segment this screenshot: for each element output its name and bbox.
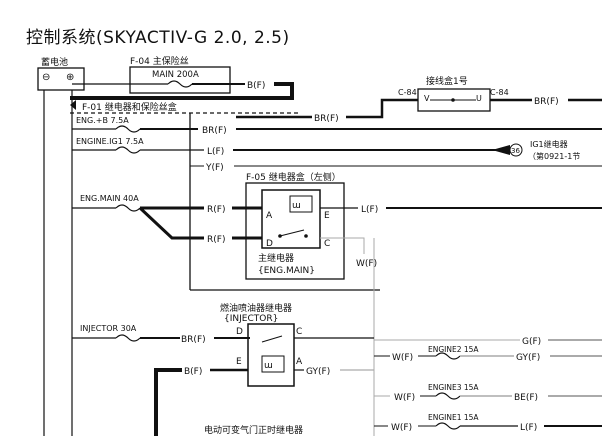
main-relay-box-label: F-05 继电器盒（左侧） (246, 171, 341, 183)
wire-label-br-injector: BR(F) (181, 335, 206, 345)
wire-label-r-main2: R(F) (207, 235, 225, 245)
engine-fuses: G(F) ENGINE2 15A W(F) GY(F) ENGINE3 15A … (374, 337, 602, 433)
junction-connector-right: C-84 (490, 88, 509, 97)
wire-label-l-eng1: L(F) (520, 423, 537, 433)
wire-label-gy-eng2: GY(F) (516, 353, 540, 363)
junction-box: 接线盒1号 C-84 C-84 V U BR(F) (372, 75, 602, 119)
fuse-engine-ig1: ENGINE.IG1 7.5A L(F) 36 IG1继电器 （第0921-1节… (72, 137, 602, 173)
wire-label-b-injector: B(F) (184, 367, 202, 377)
fuse-injector-name: INJECTOR 30A (80, 324, 137, 333)
battery-minus-terminal: ⊖ (42, 72, 50, 83)
injector-pin-c: C (296, 327, 302, 337)
injector-coil-glyph: ɯ (264, 361, 273, 371)
fuse-engine1-name: ENGINE1 15A (428, 413, 479, 422)
fuse-engine-ig1-icon (115, 146, 141, 154)
fuse-injector: INJECTOR 30A BR(F) (72, 324, 250, 345)
wire-label-br-top: BR(F) (314, 114, 339, 124)
injector-relay: 燃油喷油器继电器 {INJECTOR} D C E A ɯ B(F) GY(F) (154, 302, 374, 436)
page-title: 控制系统(SKYACTIV-G 2.0, 2.5) (26, 28, 290, 48)
fuse-engine1-icon (435, 422, 461, 430)
wire-label-w-eng2: W(F) (392, 353, 413, 363)
wire-label-br-right: BR(F) (534, 97, 559, 107)
relay-fuse-box-label: F-01 继电器和保险丝盒 (82, 101, 177, 113)
fuse-engine-ig1-name: ENGINE.IG1 7.5A (76, 137, 144, 146)
main-fuse-box: F-04 主保险丝 MAIN 200A B(F) (70, 55, 294, 100)
junction-pin-v: V (424, 94, 430, 103)
relay-fuse-box: F-01 继电器和保险丝盒 (70, 100, 380, 291)
injector-pin-e: E (236, 357, 242, 367)
injector-relay-label: 燃油喷油器继电器 (220, 302, 292, 314)
main-fuse-name: MAIN 200A (152, 70, 199, 80)
section-marker-icon (509, 143, 523, 157)
fuse-eng-b-name: ENG.+B 7.5A (76, 116, 129, 125)
junction-box-label: 接线盒1号 (426, 75, 468, 87)
main-fuse-box-label: F-04 主保险丝 (130, 55, 189, 67)
fuse-eng-main-icon (115, 204, 141, 212)
wire-label-y: Y(F) (205, 163, 224, 173)
wire-label-w-eng1: W(F) (391, 423, 412, 433)
ig1-relay-note: IG1继电器 (530, 139, 568, 149)
wire-label-be-eng3: BE(F) (514, 393, 538, 403)
wire-label-r-main1: R(F) (207, 205, 225, 215)
main-relay-box: F-05 继电器盒（左侧） ɯ A E D C 主继电器 {ENG.MAIN} … (245, 171, 602, 436)
wire-label-l-relay-out: L(F) (361, 205, 378, 215)
relay-pin-d: D (266, 239, 273, 249)
battery-plus-terminal: ⊕ (66, 72, 74, 83)
main-relay-name: 主继电器 (258, 252, 294, 264)
relay-switch-icon (279, 229, 305, 237)
fuse-engine3-icon (435, 392, 461, 400)
fuse-eng-b-icon (115, 125, 141, 133)
section-marker-number: 36 (511, 147, 520, 155)
main-fuse-icon (167, 80, 193, 88)
wire-label-br-eng-b: BR(F) (202, 126, 227, 136)
wire-label-l-ig1: L(F) (207, 147, 224, 157)
wire-label-w-eng3: W(F) (394, 393, 415, 403)
injector-coil-icon (261, 355, 285, 373)
fuse-eng-main-name: ENG.MAIN 40A (80, 194, 139, 203)
wire-label-w-relay: W(F) (356, 259, 377, 269)
battery-label: 蓄电池 (41, 56, 68, 68)
injector-pin-d: D (236, 327, 243, 337)
relay-pin-c: C (324, 239, 330, 249)
wire-label-g-eng2: G(F) (522, 337, 541, 347)
wire-label-gy-injector: GY(F) (306, 367, 330, 377)
ig1-arrow-icon (492, 145, 510, 155)
main-relay-code: {ENG.MAIN} (258, 266, 315, 276)
junction-pin-u: U (476, 94, 482, 103)
wire-label-bf-main: B(F) (247, 81, 265, 91)
ig1-relay-section: （第0921-1节 (528, 151, 580, 161)
relay-pin-a: A (266, 211, 273, 221)
fuse-engine2-name: ENGINE2 15A (428, 345, 479, 354)
relay-coil-icon (289, 195, 313, 213)
relay-coil-glyph: ɯ (292, 201, 301, 211)
injector-switch-icon (261, 335, 283, 343)
fuse-eng-main: ENG.MAIN 40A R(F) R(F) (72, 194, 262, 245)
injector-relay-code: {INJECTOR} (224, 314, 278, 324)
injector-pin-a: A (296, 357, 303, 367)
vvt-relay-label: 电动可变气门正时继电器 (204, 424, 303, 436)
battery: 蓄电池 ⊖ ⊕ (37, 56, 85, 436)
fuse-injector-icon (115, 334, 141, 342)
relay-pin-e: E (324, 211, 330, 221)
junction-connector-left: C-84 (398, 88, 417, 97)
fuse-engine3-name: ENGINE3 15A (428, 383, 479, 392)
fuse-eng-b: ENG.+B 7.5A BR(F) BR(F) (72, 114, 602, 136)
